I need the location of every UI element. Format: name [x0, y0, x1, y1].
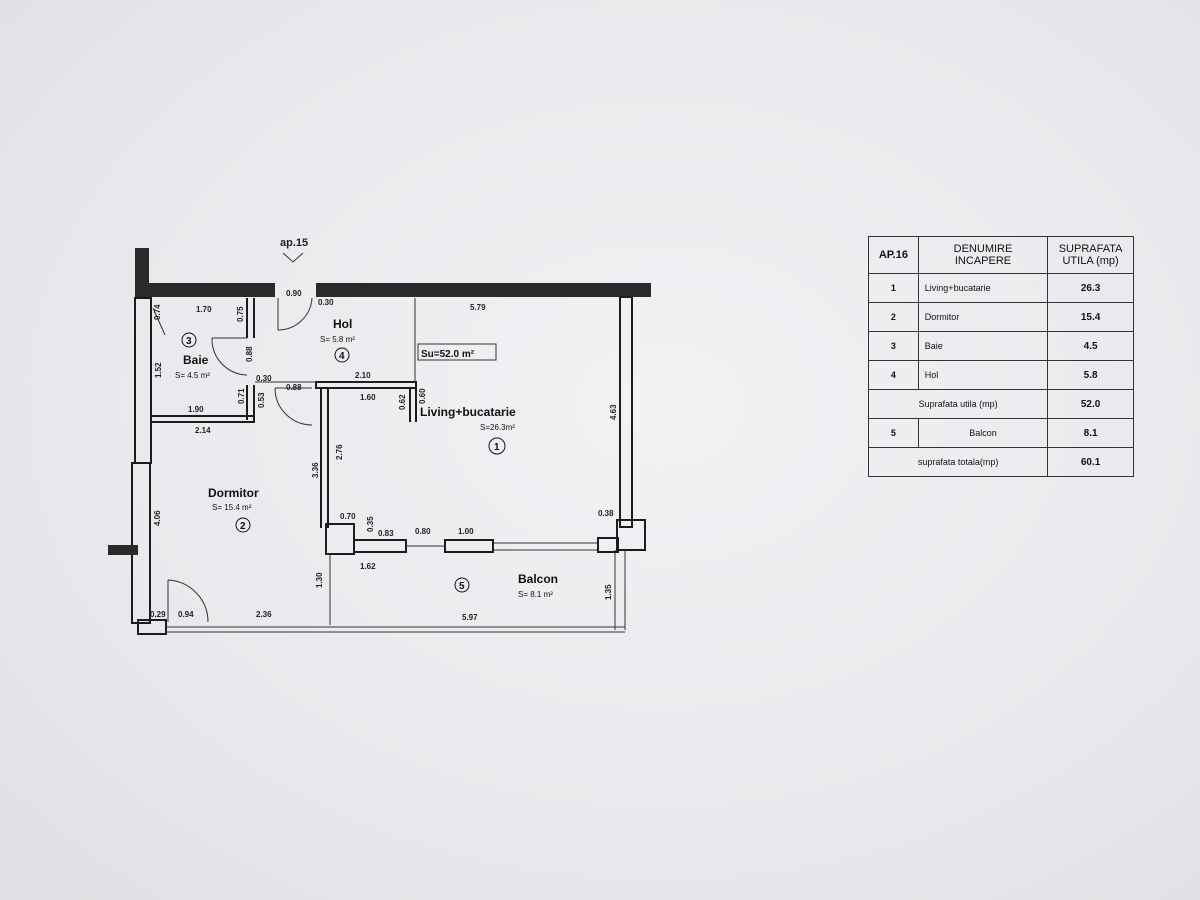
dim-label: 2.14	[195, 426, 211, 435]
table-row: 3 Baie 4.5	[868, 331, 1134, 361]
room-area-balcon: S= 8.1 m²	[518, 590, 553, 599]
dim-label: 0.88	[286, 383, 302, 392]
su-box	[417, 343, 497, 361]
dim-label: 5.79	[470, 303, 486, 312]
dim-label: 1.90	[188, 405, 204, 414]
room-name-dormitor: Dormitor	[208, 486, 259, 500]
useful-area-label: Suprafata utila (mp)	[867, 389, 1049, 419]
wall-stub	[108, 545, 138, 555]
room-name-hol: Hol	[333, 317, 352, 331]
dim-label: 0.35	[366, 516, 375, 532]
wall-balcony-a	[353, 539, 407, 553]
room-num-hol: 4	[339, 351, 345, 362]
dim-label: 1.70	[196, 305, 212, 314]
dim-label: 0.30	[318, 298, 334, 307]
wall-hall-living	[315, 381, 417, 389]
dim-label: 1.00	[458, 527, 474, 536]
dim-label: 0.94	[178, 610, 194, 619]
table-useful-area-row: Suprafata utila (mp) 52.0	[867, 389, 1134, 419]
dim-label: 0.75	[236, 306, 245, 322]
room-area-baie: S= 4.5 m²	[175, 371, 210, 380]
door-bath	[211, 337, 248, 376]
table-row: 4 Hol 5.8	[868, 360, 1134, 390]
dim-label: 0.88	[245, 346, 254, 362]
dim-label: 0.53	[257, 392, 266, 408]
dim-label: 0.80	[415, 527, 431, 536]
wall-right	[619, 296, 633, 528]
room-area-living: S=26.3m²	[480, 423, 515, 432]
dim-label: 0.30	[256, 374, 272, 383]
total-area-value: 60.1	[1047, 447, 1134, 477]
dim-label: 0.29	[150, 610, 166, 619]
dim-label: 3.36	[311, 462, 320, 478]
room-name-living: Living+bucatarie	[420, 405, 516, 419]
dim-label: 1.52	[154, 362, 163, 378]
total-area-label: suprafata totala(mp)	[867, 447, 1049, 477]
dim-label: 1.60	[360, 393, 376, 402]
dim-label: 1.62	[360, 562, 376, 571]
dim-label: 2.10	[355, 371, 371, 380]
wall-left-bedroom	[131, 462, 151, 624]
wall-living-pillar	[325, 523, 355, 555]
door-bedroom	[274, 387, 313, 426]
dim-label: 2.36	[256, 610, 272, 619]
entry-label: ap.15	[280, 237, 308, 249]
table-total-area-row: suprafata totala(mp) 60.1	[867, 447, 1134, 477]
room-num-dormitor: 2	[240, 521, 246, 532]
wall-left-bath	[134, 297, 152, 464]
dim-label: 0.90	[286, 289, 302, 298]
wall-right-pillar	[616, 519, 646, 551]
su-label: Su=52.0 m²	[421, 349, 475, 360]
dim-label: 1.30	[315, 572, 324, 588]
useful-area-value: 52.0	[1047, 389, 1134, 419]
dim-label: 5.97	[462, 613, 478, 622]
dim-label: 0.62	[398, 394, 407, 410]
room-area-hol: S= 5.8 m²	[320, 335, 355, 344]
dim-label: 4.63	[609, 404, 618, 420]
dim-label: 4.06	[153, 510, 162, 526]
entry-arrow-icon	[282, 252, 304, 263]
room-name-baie: Baie	[183, 353, 209, 367]
wall-top-bath	[135, 283, 275, 297]
dim-label: 1.35	[604, 584, 613, 600]
door-bedroom-balcony	[167, 579, 209, 623]
room-num-baie: 3	[186, 336, 192, 347]
table-row: 1 Living+bucatarie 26.3	[868, 273, 1134, 303]
dim-label: 2.76	[335, 444, 344, 460]
room-area-dormitor: S= 15.4 m²	[212, 503, 252, 512]
wall-top-living	[316, 283, 651, 297]
dim-label: 0.71	[237, 388, 246, 404]
header-ap: AP.16	[868, 236, 919, 274]
wall-balcony-b	[444, 539, 494, 553]
dim-label: 0.74	[153, 304, 162, 320]
table-row: 5 Balcon 8.1	[868, 418, 1134, 448]
wall-bath-bottom	[150, 415, 255, 423]
room-name-balcon: Balcon	[518, 572, 558, 586]
dim-label: 0.83	[378, 529, 394, 538]
dim-label: 0.60	[418, 388, 427, 404]
dim-label: 0.70	[340, 512, 356, 521]
dim-label: 0.38	[598, 509, 614, 518]
table-row: 2 Dormitor 15.4	[868, 302, 1134, 332]
room-num-balcon: 5	[459, 581, 465, 592]
room-num-living: 1	[494, 442, 500, 453]
door-entry	[277, 297, 313, 331]
